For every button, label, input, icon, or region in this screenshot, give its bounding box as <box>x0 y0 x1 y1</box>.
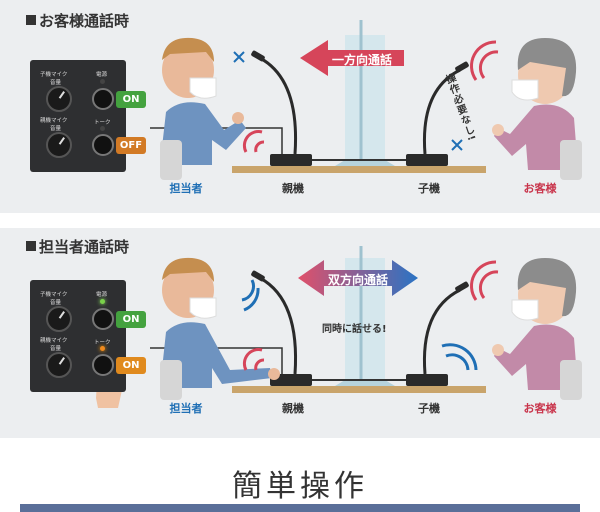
section-title: お客様通話時 <box>26 10 129 31</box>
section-title: 担当者通話時 <box>26 236 129 257</box>
talk-on-badge: ON <box>116 357 146 374</box>
one-way-label: 一方向通話 <box>331 53 392 67</box>
simultaneous-note: 同時に話せる! <box>322 324 387 335</box>
parent-mic-volume-knob[interactable] <box>46 132 72 158</box>
parent-mic-volume-knob[interactable] <box>46 352 72 378</box>
customer-body <box>494 104 578 170</box>
staff-talk-illustration <box>96 246 582 408</box>
customer-talk-illustration <box>150 20 582 180</box>
customer-label: お客様 <box>523 402 557 415</box>
power-on-badge: ON <box>116 91 146 108</box>
parent-device <box>270 374 312 386</box>
staff-body <box>160 322 272 388</box>
staff-label: 担当者 <box>169 182 203 195</box>
table <box>232 386 486 393</box>
control-panel: 子機マイク 音量 親機マイク 音量 電源 トーク <box>30 60 126 172</box>
talk-led <box>100 346 105 351</box>
parent-device <box>270 154 312 166</box>
table <box>232 166 486 173</box>
one-way-arrow <box>300 40 404 76</box>
control-panel: 子機マイク 音量 親機マイク 音量 電源 トーク <box>30 280 126 392</box>
child-device-label: 子機 <box>418 402 440 415</box>
child-device <box>406 154 448 166</box>
two-way-arrow <box>298 260 418 296</box>
child-device <box>406 374 448 386</box>
footer-title: 簡単操作 <box>232 469 368 504</box>
customer-body <box>494 324 578 390</box>
parent-device-label: 親機 <box>282 402 304 415</box>
customer-label: お客様 <box>523 182 557 195</box>
power-led <box>100 79 105 84</box>
power-button[interactable] <box>92 308 114 330</box>
power-on-badge: ON <box>116 311 146 328</box>
power-led <box>100 299 105 304</box>
customer-talk-panel: お客様通話時 <box>0 0 600 213</box>
two-way-label: 双方向通話 <box>327 273 388 287</box>
talk-button[interactable] <box>92 354 114 376</box>
talk-led <box>100 126 105 131</box>
parent-device-label: 親機 <box>282 182 304 195</box>
staff-label: 担当者 <box>169 402 203 415</box>
talk-button[interactable] <box>92 134 114 156</box>
staff-talk-panel: 担当者通話時 <box>0 228 600 438</box>
talk-off-badge: OFF <box>116 137 146 154</box>
child-device-label: 子機 <box>418 182 440 195</box>
power-button[interactable] <box>92 88 114 110</box>
child-mic-volume-knob[interactable] <box>46 86 72 112</box>
child-mic-volume-knob[interactable] <box>46 306 72 332</box>
footer-bar <box>20 504 580 512</box>
